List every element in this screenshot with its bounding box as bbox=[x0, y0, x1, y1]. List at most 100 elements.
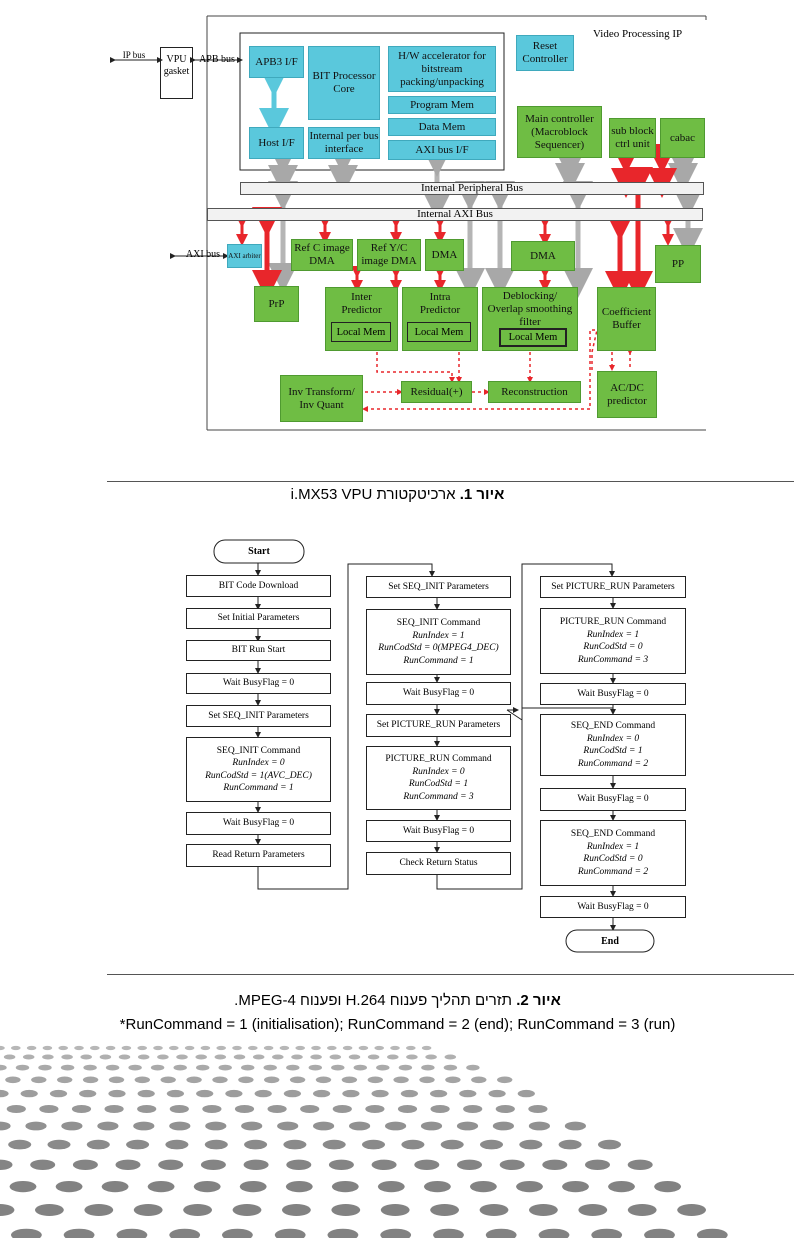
decorative-dot bbox=[63, 1228, 95, 1238]
axi-arbiter: AXI arbiter bbox=[227, 244, 262, 268]
decorative-dot bbox=[517, 1089, 535, 1098]
caption-2-bold: איור 2. bbox=[516, 992, 561, 1009]
decorative-dot bbox=[118, 1054, 131, 1060]
decorative-dot bbox=[137, 1089, 155, 1098]
decorative-dot bbox=[456, 1121, 479, 1131]
decorative-dot bbox=[137, 1105, 157, 1113]
decorative-dot bbox=[116, 1228, 148, 1238]
decorative-dot bbox=[232, 1204, 262, 1216]
decorative-dot bbox=[126, 1139, 150, 1150]
decorative-dot bbox=[0, 1045, 5, 1051]
decorative-dot bbox=[385, 1121, 407, 1131]
decorative-dot bbox=[238, 1076, 254, 1084]
hw-accelerator: H/W accelerator for bitstream packing/un… bbox=[388, 46, 496, 92]
internal-peripheral-bus: Internal Peripheral Bus bbox=[240, 182, 704, 195]
decorative-dot bbox=[277, 1121, 299, 1131]
decorative-dot bbox=[184, 1045, 195, 1051]
decorative-dot bbox=[150, 1064, 165, 1071]
program-mem: Program Mem bbox=[388, 96, 496, 114]
decorative-dot bbox=[374, 1045, 385, 1051]
decorative-dot bbox=[58, 1045, 68, 1051]
decorative-dot bbox=[315, 1076, 332, 1084]
decorative-dot bbox=[248, 1045, 258, 1051]
seq-end-command-2-line3: RunCommand = 2 bbox=[577, 866, 649, 877]
decorative-dot bbox=[310, 1054, 322, 1060]
decorative-dot bbox=[282, 1204, 311, 1216]
decorative-dot bbox=[239, 1181, 267, 1193]
decorative-dot bbox=[267, 1105, 287, 1113]
decorative-dot-pattern bbox=[0, 1045, 728, 1238]
prp-block: PrP bbox=[254, 286, 299, 322]
decorative-dot bbox=[519, 1139, 543, 1150]
seq-init-command-1-line2: RunCodStd = 1(AVC_DEC) bbox=[205, 770, 312, 781]
seq-end-command-1-title: SEQ_END Command bbox=[570, 721, 656, 731]
seq-end-command-1: SEQ_END Command RunIndex = 0 RunCodStd =… bbox=[540, 714, 686, 776]
caption-1-bold: איור 1. bbox=[459, 486, 505, 503]
decorative-dot bbox=[42, 1045, 53, 1051]
decorative-dot bbox=[367, 1076, 383, 1084]
decorative-dot bbox=[457, 1159, 482, 1170]
decorative-dot bbox=[401, 1139, 425, 1150]
caption-2: איור 2. תזרים תהליך פענוח H.264 ופענוח M… bbox=[0, 992, 795, 1009]
decorative-dot bbox=[308, 1064, 322, 1071]
end-terminal: End bbox=[601, 935, 619, 947]
decorative-dot bbox=[591, 1228, 623, 1238]
host-if: Host I/F bbox=[249, 127, 304, 159]
decorative-dot bbox=[121, 1045, 132, 1051]
decorative-dot bbox=[644, 1228, 675, 1238]
decorative-dot bbox=[272, 1054, 284, 1060]
decorative-dot bbox=[11, 1228, 42, 1238]
decorative-dot bbox=[421, 1064, 435, 1071]
decorative-dot bbox=[471, 1076, 487, 1084]
decorative-dot bbox=[86, 1139, 110, 1150]
decorative-dot bbox=[492, 1121, 514, 1131]
wait-busyflag-5: Wait BusyFlag = 0 bbox=[540, 683, 686, 705]
decorative-dot bbox=[627, 1204, 657, 1216]
decorative-dot bbox=[218, 1064, 232, 1071]
decorative-dot bbox=[97, 1121, 119, 1131]
decorative-dot bbox=[196, 1064, 210, 1071]
decorative-dot bbox=[425, 1054, 437, 1060]
decorative-dot bbox=[169, 1105, 189, 1113]
decorative-dot bbox=[480, 1139, 503, 1150]
decorative-dot bbox=[313, 1121, 335, 1131]
picture-run-command-2-line2: RunCodStd = 0 bbox=[583, 642, 643, 652]
decorative-dot bbox=[108, 1076, 125, 1084]
picture-run-command-1-line3: RunCommand = 3 bbox=[403, 791, 474, 802]
bit-code-download: BIT Code Download bbox=[186, 575, 331, 597]
decorative-dot bbox=[183, 1204, 213, 1216]
decorative-dot bbox=[331, 1204, 361, 1216]
deblocking-filter-label: Deblocking/ Overlap smoothing filter bbox=[487, 290, 573, 328]
decorative-dot bbox=[696, 1228, 728, 1238]
decorative-dot bbox=[169, 1045, 179, 1051]
caption-2-note: *RunCommand = 1 (initialisation); RunCom… bbox=[119, 1016, 676, 1033]
decorative-dot bbox=[15, 1064, 30, 1071]
intra-predictor: Intra Predictor bbox=[402, 287, 478, 351]
decorative-dot bbox=[205, 1121, 227, 1131]
decorative-dot bbox=[365, 1105, 385, 1113]
caption-1-rule bbox=[107, 481, 794, 482]
decorative-dot bbox=[608, 1181, 635, 1193]
decorative-dot bbox=[84, 1204, 114, 1216]
decorative-dot bbox=[99, 1054, 112, 1060]
decorative-dot bbox=[11, 1045, 21, 1051]
inter-local-mem: Local Mem bbox=[331, 322, 391, 342]
decorative-dot bbox=[329, 1054, 342, 1060]
decorative-dot bbox=[105, 1064, 120, 1071]
reconstruction-block: Reconstruction bbox=[488, 381, 581, 403]
read-return-parameters: Read Return Parameters bbox=[186, 844, 331, 867]
decorative-dot bbox=[398, 1064, 413, 1071]
ip-title: Video Processing IP bbox=[593, 28, 683, 40]
seq-end-command-2-line1: RunIndex = 1 bbox=[586, 841, 640, 852]
decorative-dot bbox=[232, 1045, 242, 1051]
decorative-dot bbox=[233, 1054, 246, 1060]
decorative-dot bbox=[241, 1064, 255, 1071]
picture-run-command-1-title: PICTURE_RUN Command bbox=[385, 754, 492, 764]
decorative-dot bbox=[176, 1054, 188, 1060]
decorative-dot bbox=[80, 1054, 92, 1060]
decorative-dot bbox=[348, 1054, 361, 1060]
ref-yc-dma: Ref Y/C image DMA bbox=[357, 239, 421, 271]
inv-transform: Inv Transform/ Inv Quant bbox=[280, 375, 363, 422]
intra-predictor-label: Intra Predictor bbox=[419, 291, 461, 316]
decorative-dot bbox=[328, 1159, 354, 1170]
